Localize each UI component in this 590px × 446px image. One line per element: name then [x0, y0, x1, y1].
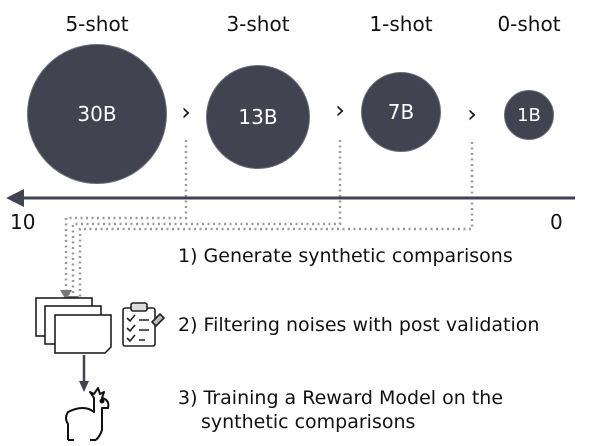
shot-label-3: 3-shot — [226, 12, 290, 36]
chevron-right-icon: › — [467, 100, 477, 128]
shot-label-5: 5-shot — [65, 12, 129, 36]
model-circle-7b: 7B — [361, 72, 441, 152]
model-circle-13b: 13B — [206, 65, 310, 169]
axis-arrow-head — [6, 189, 24, 207]
model-label-7b: 7B — [387, 100, 415, 124]
model-circle-30b: 30B — [27, 44, 167, 184]
model-label-1b: 1B — [517, 104, 541, 126]
step-train-line1: 3) Training a Reward Model on the — [178, 387, 504, 409]
model-label-30b: 30B — [77, 102, 117, 126]
down-arrow-head — [79, 381, 89, 392]
documents-icon — [35, 297, 112, 354]
dotted-path-1b — [78, 142, 474, 304]
dotted-connectors — [64, 140, 474, 304]
chevron-right-icon: › — [181, 98, 191, 126]
dotted-path-13b — [64, 140, 188, 292]
dotted-path-7b — [71, 140, 342, 298]
arrow-head-1 — [60, 290, 72, 300]
clipboard-checklist-icon — [122, 302, 166, 347]
axis-label-right: 0 — [550, 210, 563, 234]
llama-icon — [65, 387, 110, 441]
step-generate: 1) Generate synthetic comparisons — [178, 245, 513, 267]
shot-label-0: 0-shot — [497, 12, 561, 36]
step-train-line2: synthetic comparisons — [201, 411, 416, 433]
model-circle-1b: 1B — [504, 90, 554, 140]
shot-label-1: 1-shot — [369, 12, 433, 36]
chevron-right-icon: › — [335, 96, 345, 124]
step-filter: 2) Filtering noises with post validation — [178, 314, 540, 336]
axis-label-left: 10 — [10, 210, 36, 234]
model-label-13b: 13B — [238, 105, 278, 129]
